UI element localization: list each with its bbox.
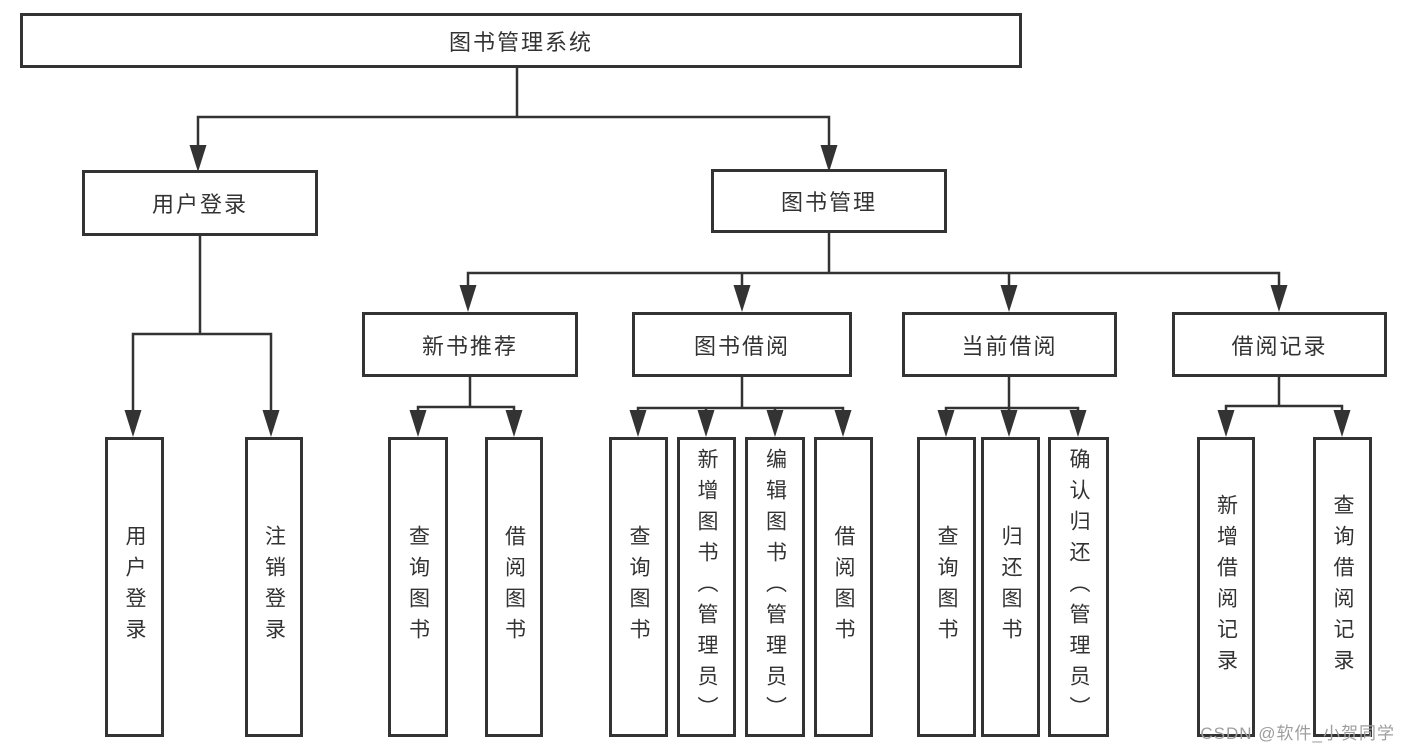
leaf-newbooks-query-label: 查询图书 [406,525,430,649]
leaf-current-query: 查询图书 [917,437,976,737]
leaf-user-login: 用户登录 [105,437,164,737]
node-borrow-records-label: 借阅记录 [1231,333,1328,359]
leaf-current-query-label: 查询图书 [935,525,958,649]
leaf-borrow-edit-admin-label: 编辑图书（管理员） [763,447,787,727]
leaf-current-confirm-admin: 确认归还（管理员） [1048,437,1109,737]
node-root-label: 图书管理系统 [448,29,593,55]
leaf-borrow-query-label: 查询图书 [627,525,650,649]
leaf-logout: 注销登录 [245,437,303,737]
leaf-records-query-label: 查询借阅记录 [1331,494,1354,680]
leaf-logout-label: 注销登录 [262,525,286,649]
leaf-newbooks-borrow-label: 借阅图书 [502,525,526,649]
leaf-user-login-label: 用户登录 [123,525,146,649]
leaf-borrow-query: 查询图书 [609,437,668,737]
leaf-borrow-book: 借阅图书 [814,437,873,737]
node-new-book-recommend-label: 新书推荐 [421,333,518,359]
node-current-borrow-label: 当前借阅 [961,333,1058,359]
leaf-borrow-add-admin-label: 新增图书（管理员） [695,447,718,727]
node-book-management: 图书管理 [711,169,947,233]
leaf-borrow-edit-admin: 编辑图书（管理员） [745,437,805,737]
leaf-current-return-label: 归还图书 [999,525,1022,649]
node-current-borrow: 当前借阅 [902,312,1117,377]
leaf-records-add-label: 新增借阅记录 [1214,494,1238,680]
leaf-newbooks-query: 查询图书 [388,437,448,737]
node-root: 图书管理系统 [20,13,1022,68]
node-borrow-records: 借阅记录 [1172,312,1387,377]
leaf-records-add: 新增借阅记录 [1197,437,1255,737]
node-book-borrow: 图书借阅 [632,312,852,377]
leaf-borrow-add-admin: 新增图书（管理员） [677,437,736,737]
csdn-watermark: CSDN @软件_小贺同学 [1200,724,1395,743]
leaf-records-query: 查询借阅记录 [1313,437,1372,737]
leaf-borrow-book-label: 借阅图书 [832,525,855,649]
leaf-current-confirm-admin-label: 确认归还（管理员） [1067,447,1090,727]
node-user-login: 用户登录 [82,170,318,236]
leaf-newbooks-borrow: 借阅图书 [485,437,543,737]
node-new-book-recommend: 新书推荐 [362,312,578,377]
leaf-current-return: 归还图书 [981,437,1040,737]
node-book-borrow-label: 图书借阅 [693,333,790,359]
node-book-management-label: 图书管理 [780,190,877,215]
node-user-login-label: 用户登录 [151,192,248,217]
